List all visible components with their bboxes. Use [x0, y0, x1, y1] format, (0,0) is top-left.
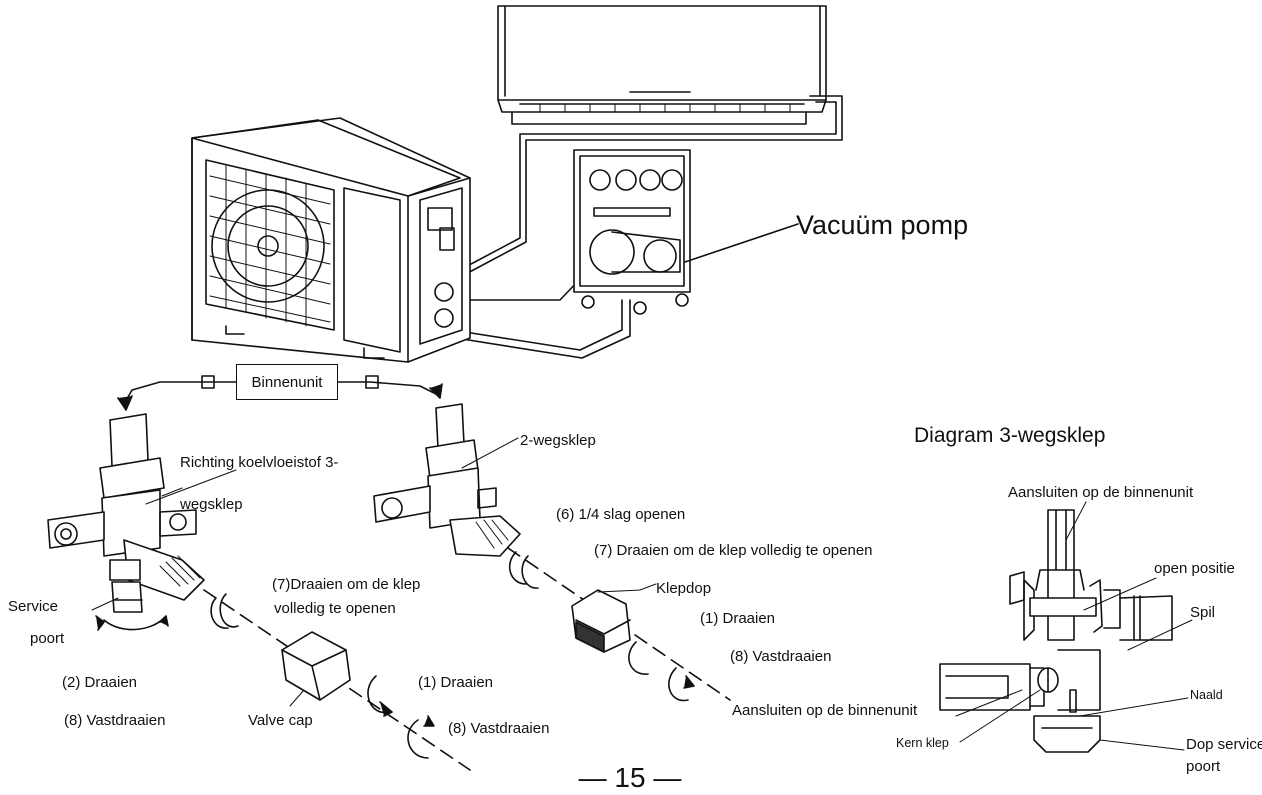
outdoor-unit-illustration [191, 117, 471, 363]
indoor-loop [117, 375, 443, 411]
three-way-diagram-title: Diagram 3-wegsklep [914, 424, 1106, 447]
tighten-bottom-label: (8) Vastdraaien [448, 720, 550, 737]
open-position-label: open positie [1154, 560, 1235, 577]
leader-lines [91, 437, 657, 707]
turn-left-label: (2) Draaien [62, 674, 138, 691]
service-cap-label-2: poort [1186, 758, 1221, 775]
valve-cap-right-label: Klepdop [656, 580, 712, 597]
tighten-left-label: (8) Vastdraaien [64, 712, 166, 729]
connect-indoor-diagram-label: Aansluiten op de binnenunit [1008, 484, 1194, 501]
two-way-valve-label: 2-wegsklep [520, 432, 596, 449]
valve-cap-left-label: Valve cap [248, 712, 313, 729]
turn-bottom-label: (1) Draaien [418, 674, 494, 691]
turn-fully-open-right-label: (7) Draaien om de klep volledig te opene… [594, 542, 873, 559]
three-way-valve-illustration [47, 413, 205, 631]
indoor-unit-illustration [497, 5, 827, 125]
page-number: — 15 — [578, 762, 682, 793]
service-cap-label-1: Dop service [1186, 736, 1262, 753]
two-way-valve-illustration [373, 403, 521, 557]
refrigerant-piping [451, 95, 843, 359]
spindle-label: Spil [1190, 604, 1216, 621]
refrigerant-direction-label-2: wegsklep [180, 496, 243, 513]
turn-fully-open-left-label-2: volledig te openen [274, 600, 396, 617]
service-port-label-1: Service [8, 598, 59, 615]
turn-fully-open-left-label-1: (7)Draaien om de klep [272, 576, 421, 593]
refrigerant-direction-label-1: Richting koelvloeistof 3- [180, 454, 339, 471]
turn-right-label: (1) Draaien [700, 610, 776, 627]
vacuum-pump-label: Vacuüm pomp [796, 210, 969, 240]
right-valve-cap-assembly [507, 547, 731, 702]
needle-label: Naald [1190, 688, 1223, 702]
vacuum-pump-illustration [573, 149, 799, 315]
valve-core-label: Kern klep [896, 736, 949, 750]
tighten-right-label: (8) Vastdraaien [730, 648, 832, 665]
open-quarter-turn-label: (6) 1/4 slag openen [556, 506, 686, 523]
indoor-unit-box: Binnenunit [236, 364, 338, 400]
three-way-cross-section [939, 501, 1193, 753]
left-valve-cap-assembly [203, 589, 471, 771]
connect-indoor-right-label: Aansluiten op de binnenunit [732, 702, 918, 719]
service-port-label-2: poort [30, 630, 65, 647]
